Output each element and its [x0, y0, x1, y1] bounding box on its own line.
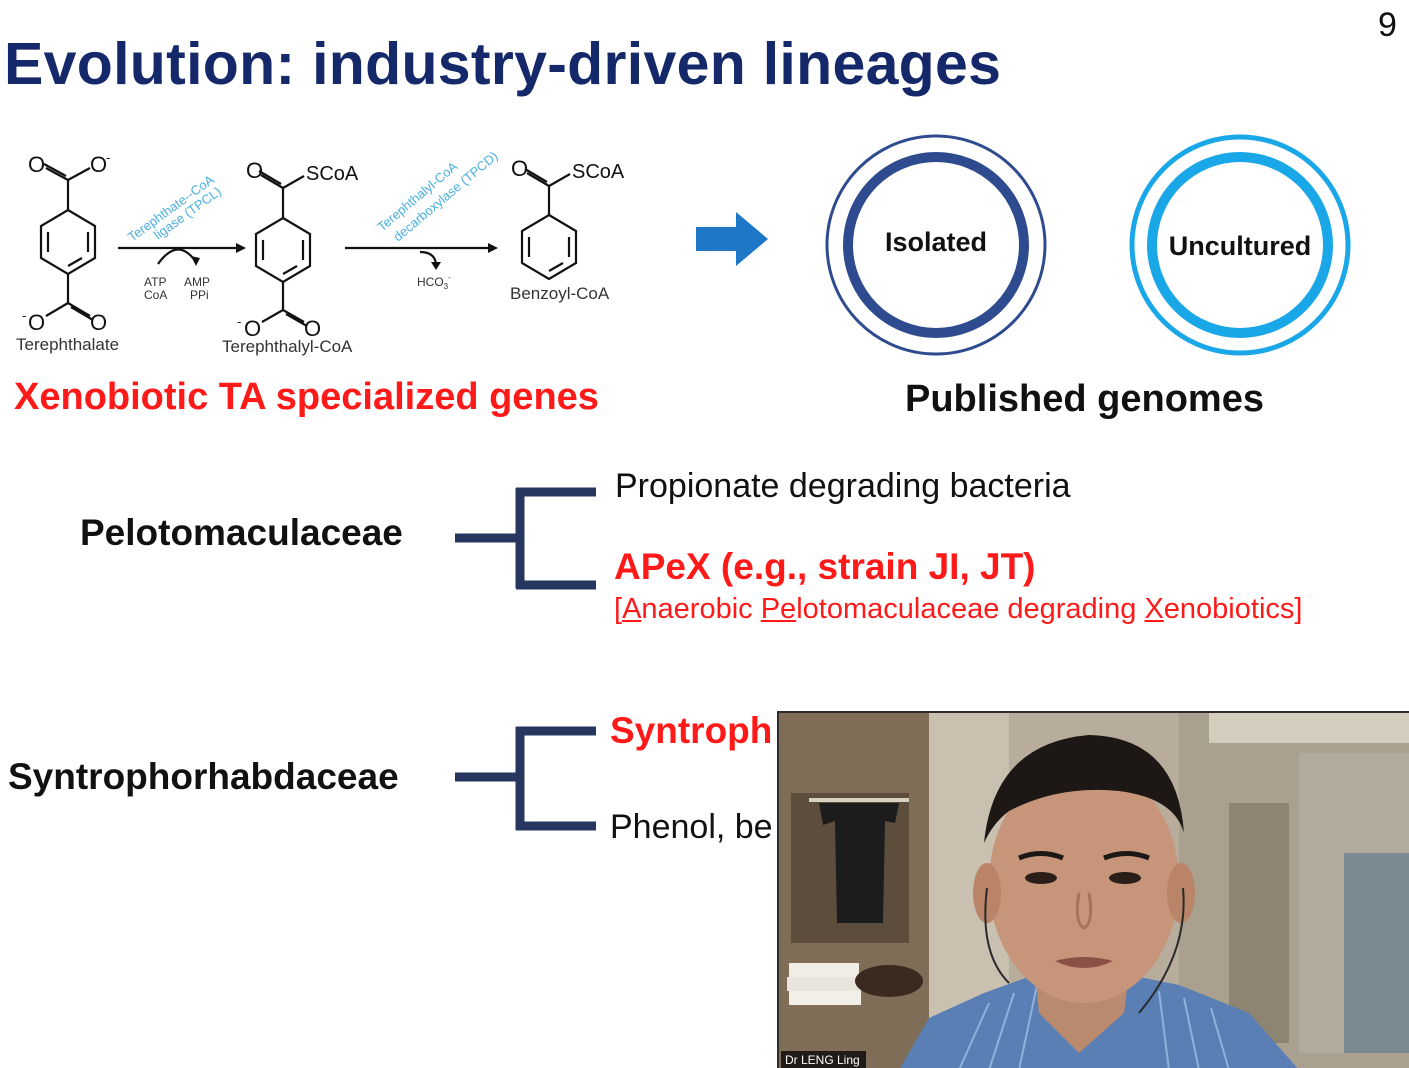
oxygen-label: O	[28, 310, 45, 335]
compound-terephthalate: Terephthalate	[16, 335, 119, 354]
genome-circles: Isolated Uncultured	[825, 134, 1351, 356]
oxygen-label: O	[511, 156, 528, 181]
oxygen-label: O	[244, 316, 261, 341]
slide-number: 9	[1378, 6, 1397, 44]
tree-brackets	[455, 487, 596, 831]
charge-label: -	[106, 150, 110, 165]
reaction-arrowhead	[488, 243, 498, 253]
isolated-circle: Isolated	[825, 134, 1047, 356]
oxygen-label: O	[90, 310, 107, 335]
pelotomaculaceae-bracket	[455, 487, 596, 590]
family-syntrophorhabdaceae: Syntrophorhabdaceae	[8, 756, 399, 797]
cofactor-coa: CoA	[144, 288, 167, 302]
branch-phenol: Phenol, be	[610, 808, 773, 846]
charge-label: -	[22, 308, 26, 323]
compound-benzoyl-coa: Benzoyl-CoA	[510, 284, 610, 303]
compound-terephthalyl-coa: Terephthalyl-CoA	[222, 337, 353, 356]
pathway-diagram: O O - O - O O SCoA O - O O SCoA Terephth…	[16, 148, 625, 356]
oxygen-label: O	[246, 158, 263, 183]
scoa-label: SCoA	[572, 161, 625, 183]
uncultured-label: Uncultured	[1169, 231, 1312, 261]
participant-video-feed	[779, 713, 1409, 1068]
apex-expansion: [Anaerobic Pelotomaculaceae degrading Xe…	[614, 593, 1303, 625]
participant-name-label: Dr LENG Ling	[781, 1051, 866, 1068]
branch-apex: APeX (e.g., strain JI, JT)	[614, 546, 1036, 587]
family-pelotomaculaceae: Pelotomaculaceae	[80, 512, 403, 553]
syntrophorhabdaceae-bracket	[455, 726, 596, 831]
cofactor-ppi: PPi	[190, 288, 209, 302]
uncultured-circle: Uncultured	[1129, 134, 1351, 356]
scoa-label: SCoA	[306, 163, 359, 185]
cofactor-atp: ATP	[144, 275, 166, 289]
benzoyl-coa-ring	[520, 213, 578, 281]
oxygen-label: O	[304, 316, 321, 341]
oxygen-label: O	[28, 152, 45, 177]
charge-label: -	[237, 314, 241, 329]
branch-syntroph: Syntroph	[610, 710, 773, 751]
right-arrow-icon	[696, 212, 768, 266]
isolated-label: Isolated	[885, 227, 987, 257]
cofactor-amp: AMP	[184, 275, 210, 289]
branch-propionate-degraders: Propionate degrading bacteria	[615, 467, 1071, 505]
participant-video-tile[interactable]: Dr LENG Ling	[777, 711, 1409, 1068]
genomes-caption: Published genomes	[905, 378, 1264, 420]
oxygen-label: O	[90, 152, 107, 177]
reaction-arrowhead	[236, 243, 246, 253]
bicarbonate-label: HCO3-	[417, 273, 451, 291]
genes-caption: Xenobiotic TA specialized genes	[14, 376, 599, 418]
slide-title: Evolution: industry-driven lineages	[4, 31, 1002, 97]
